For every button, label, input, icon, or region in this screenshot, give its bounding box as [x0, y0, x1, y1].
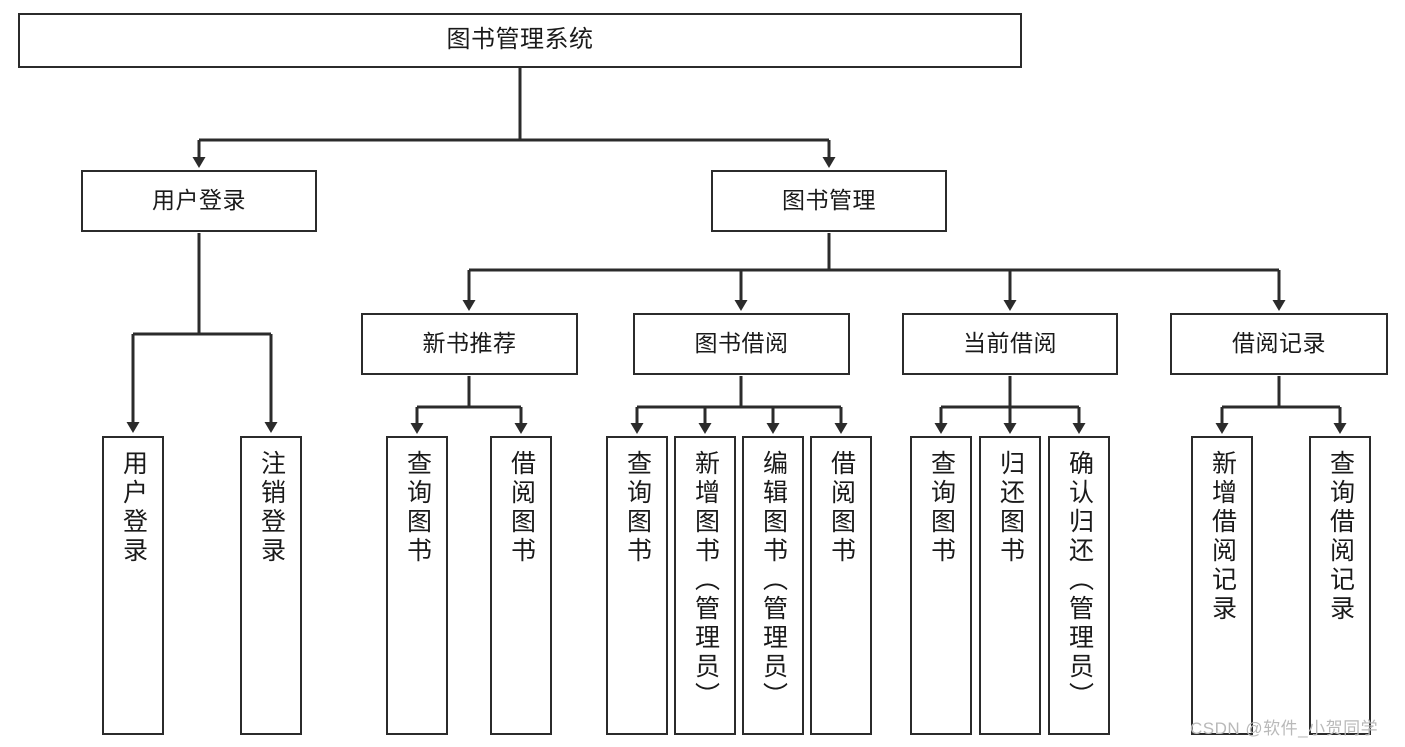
node-label: 查询图书 — [403, 450, 432, 566]
node-label: 图书借阅 — [694, 330, 789, 357]
node-label: 新增借阅记录 — [1208, 450, 1237, 624]
node-borrow-record[interactable]: 借阅记录 — [1170, 313, 1388, 375]
leaf-book-borrow-edit-book-admin[interactable]: 编辑图书（管理员） — [742, 436, 804, 735]
leaf-new-book-borrow-books[interactable]: 借阅图书 — [490, 436, 552, 735]
node-label: 归还图书 — [996, 450, 1025, 566]
leaf-new-book-query-books[interactable]: 查询图书 — [386, 436, 448, 735]
leaf-current-borrow-query-books[interactable]: 查询图书 — [910, 436, 972, 735]
node-label: 当前借阅 — [963, 330, 1057, 357]
leaf-borrow-record-query-record[interactable]: 查询借阅记录 — [1309, 436, 1371, 735]
node-root-book-management-system[interactable]: 图书管理系统 — [18, 13, 1022, 68]
node-label: 查询图书 — [927, 450, 956, 566]
node-label: 图书管理系统 — [446, 26, 594, 54]
csdn-watermark: CSDN @软件_小贺同学 — [1190, 719, 1379, 738]
node-label: 用户登录 — [119, 450, 148, 566]
node-book-borrow[interactable]: 图书借阅 — [633, 313, 850, 375]
leaf-current-borrow-confirm-return-admin[interactable]: 确认归还（管理员） — [1048, 436, 1110, 735]
leaf-book-borrow-add-book-admin[interactable]: 新增图书（管理员） — [674, 436, 736, 735]
node-user-login[interactable]: 用户登录 — [81, 170, 317, 232]
node-current-borrow[interactable]: 当前借阅 — [902, 313, 1118, 375]
node-book-management[interactable]: 图书管理 — [711, 170, 947, 232]
node-label: 图书管理 — [782, 187, 876, 214]
node-label: 编辑图书（管理员） — [759, 450, 788, 711]
node-label: 新书推荐 — [422, 330, 517, 357]
node-label: 借阅记录 — [1232, 330, 1326, 357]
node-label: 注销登录 — [257, 450, 286, 566]
leaf-user-login-login[interactable]: 用户登录 — [102, 436, 164, 735]
node-label: 确认归还（管理员） — [1065, 450, 1094, 711]
node-label: 查询图书 — [623, 450, 652, 566]
node-label: 借阅图书 — [507, 450, 536, 566]
node-label: 查询借阅记录 — [1326, 450, 1355, 624]
node-label: 借阅图书 — [827, 450, 856, 566]
leaf-user-login-logout[interactable]: 注销登录 — [240, 436, 302, 735]
leaf-book-borrow-borrow-books[interactable]: 借阅图书 — [810, 436, 872, 735]
node-label: 用户登录 — [152, 187, 246, 214]
leaf-book-borrow-query-books[interactable]: 查询图书 — [606, 436, 668, 735]
node-new-book-recommend[interactable]: 新书推荐 — [361, 313, 578, 375]
leaf-borrow-record-add-record[interactable]: 新增借阅记录 — [1191, 436, 1253, 735]
node-label: 新增图书（管理员） — [691, 450, 720, 711]
leaf-current-borrow-return-books[interactable]: 归还图书 — [979, 436, 1041, 735]
